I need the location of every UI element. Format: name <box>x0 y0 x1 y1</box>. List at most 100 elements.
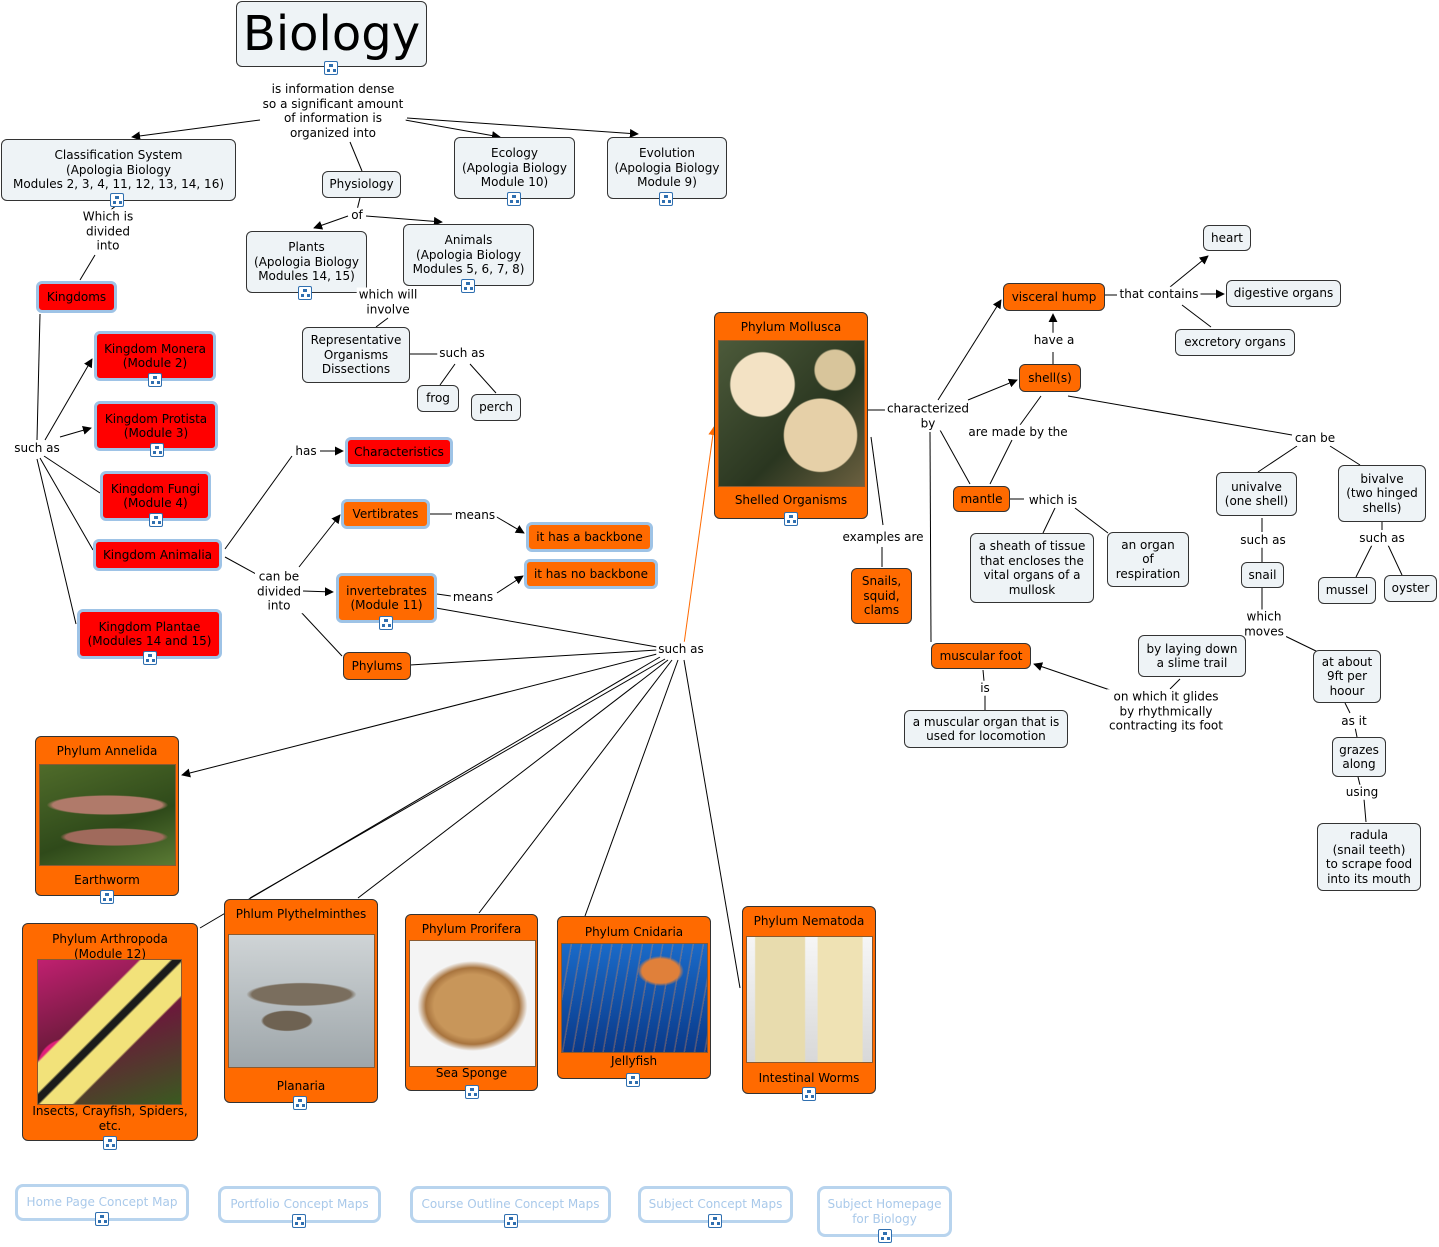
concept-map-link-icon[interactable] <box>461 279 475 293</box>
heart: heart <box>1203 225 1251 251</box>
link-characterized-by: characterized by <box>884 401 972 431</box>
organ-of-respiration: an organ of respiration <box>1107 532 1189 587</box>
link-have-a: have a <box>1031 332 1077 348</box>
concept-map-link-icon[interactable] <box>148 373 162 387</box>
ecology: Ecology (Apologia Biology Module 10) <box>454 137 575 199</box>
mollusca-caption: Shelled Organisms <box>734 493 848 507</box>
phylums: Phylums <box>343 652 411 680</box>
concept-map-link-icon[interactable] <box>507 192 521 206</box>
sheath-of-tissue: a sheath of tissue that encloses the vit… <box>970 533 1094 603</box>
concept-map-link-icon[interactable] <box>878 1229 892 1243</box>
link-has: has <box>293 443 319 459</box>
link-glides: on which it glides by rhythmically contr… <box>1107 689 1225 733</box>
link-which-is: which is <box>1026 492 1080 508</box>
characteristics: Characteristics <box>345 437 453 467</box>
plants: Plants (Apologia Biology Modules 14, 15) <box>246 231 367 293</box>
shells: shell(s) <box>1019 364 1081 392</box>
phylum-mollusca-title: Phylum Mollusca <box>740 320 842 334</box>
nine-ft-per-hour: at about 9ft per hoour <box>1313 650 1381 703</box>
mantle: mantle <box>953 486 1010 512</box>
oyster: oyster <box>1384 575 1437 602</box>
frog: frog <box>417 385 459 412</box>
link-such-as-kingdoms: such as <box>12 440 62 456</box>
link-which-divided: Which is divided into <box>80 209 136 253</box>
concept-map-link-icon[interactable] <box>110 193 124 207</box>
digestive-organs: digestive organs <box>1226 280 1341 307</box>
slime-trail: by laying down a slime trail <box>1138 635 1246 677</box>
concept-map-link-icon[interactable] <box>103 1136 117 1150</box>
concept-map-link-icon[interactable] <box>802 1087 816 1101</box>
concept-map-link-icon[interactable] <box>298 286 312 300</box>
perch: perch <box>471 394 521 421</box>
link-using: using <box>1343 784 1381 800</box>
concept-map-link-icon[interactable] <box>143 651 157 665</box>
visceral-hump: visceral hump <box>1003 283 1105 311</box>
annelida-caption: Earthworm <box>74 873 140 887</box>
concept-map-link-icon[interactable] <box>465 1085 479 1099</box>
concept-map-link-icon[interactable] <box>659 192 673 206</box>
concept-map-link-icon[interactable] <box>708 1214 722 1228</box>
concept-map-link-icon[interactable] <box>150 443 164 457</box>
link-made-by: are made by the <box>966 424 1070 440</box>
plythelminthes-caption: Planaria <box>276 1079 326 1093</box>
butterfly-photo <box>37 959 182 1105</box>
evolution: Evolution (Apologia Biology Module 9) <box>607 137 727 199</box>
concept-map-link-icon[interactable] <box>292 1214 306 1228</box>
invertebrates: invertebrates (Module 11) <box>336 573 437 623</box>
jellyfish-photo <box>561 943 708 1053</box>
nav-subject-maps[interactable]: Subject Concept Maps <box>638 1186 793 1223</box>
physiology: Physiology <box>322 171 401 198</box>
muscular-organ: a muscular organ that is used for locomo… <box>904 710 1068 748</box>
classification-system: Classification System (Apologia Biology … <box>1 139 236 201</box>
prorifera-caption: Sea Sponge <box>435 1066 508 1080</box>
concept-map-link-icon[interactable] <box>504 1214 518 1228</box>
link-examples-are: examples are <box>840 529 926 545</box>
link-can-be-divided: can be divided into <box>254 569 304 613</box>
link-which-moves: which moves <box>1242 609 1286 639</box>
link-such-as-dissections: such as <box>437 345 487 361</box>
arthropoda-caption: Insects, Crayfish, Spiders, etc. <box>32 1104 188 1133</box>
vertibrates: Vertibrates <box>341 499 430 529</box>
concept-map-link-icon[interactable] <box>784 512 798 526</box>
link-of: of <box>349 207 365 223</box>
shells-photo <box>718 340 865 487</box>
univalve: univalve (one shell) <box>1216 472 1297 516</box>
nematoda-caption: Intestinal Worms <box>758 1071 860 1085</box>
it-has-backbone: it has a backbone <box>526 522 653 552</box>
nav-course-outline[interactable]: Course Outline Concept Maps <box>410 1186 611 1223</box>
sea-sponge-photo <box>409 940 536 1067</box>
muscular-foot: muscular foot <box>931 643 1031 669</box>
phylum-cnidaria-title: Phylum Cnidaria <box>584 925 684 939</box>
phylum-nematoda-title: Phylum Nematoda <box>753 914 865 928</box>
link-can-be: can be <box>1292 430 1338 446</box>
phylum-plythelminthes-title: Phlum Plythelminthes <box>235 907 367 921</box>
kingdoms: Kingdoms <box>36 281 117 313</box>
it-has-no-backbone: it has no backbone <box>524 559 658 589</box>
concept-map-link-icon[interactable] <box>379 616 393 630</box>
planaria-photo <box>228 934 375 1068</box>
kingdom-monera: Kingdom Monera (Module 2) <box>94 331 216 381</box>
concept-map-link-icon[interactable] <box>324 61 338 75</box>
intestinal-worms-photo <box>746 936 873 1063</box>
link-such-as-univalve: such as <box>1238 532 1288 548</box>
phylum-arthropoda-title: Phylum Arthropoda (Module 12) <box>52 932 168 961</box>
cnidaria-caption: Jellyfish <box>610 1054 658 1068</box>
concept-map-link-icon[interactable] <box>95 1212 109 1226</box>
phylum-prorifera-title: Phylum Prorifera <box>421 922 522 936</box>
phylum-annelida-title: Phylum Annelida <box>56 744 158 758</box>
excretory-organs: excretory organs <box>1175 329 1295 356</box>
kingdom-fungi: Kingdom Fungi (Module 4) <box>100 471 211 521</box>
snail: snail <box>1241 562 1284 588</box>
link-means-2: means <box>450 589 496 605</box>
concept-map-link-icon[interactable] <box>149 513 163 527</box>
concept-map-link-icon[interactable] <box>293 1096 307 1110</box>
link-is: is <box>978 680 992 696</box>
mussel: mussel <box>1318 577 1376 604</box>
root-biology: Biology <box>236 1 427 67</box>
radula: radula (snail teeth) to scrape food into… <box>1317 823 1421 891</box>
concept-map-link-icon[interactable] <box>626 1073 640 1087</box>
link-such-as-bivalve: such as <box>1357 530 1407 546</box>
grazes-along: grazes along <box>1332 737 1386 777</box>
concept-map-link-icon[interactable] <box>100 890 114 904</box>
